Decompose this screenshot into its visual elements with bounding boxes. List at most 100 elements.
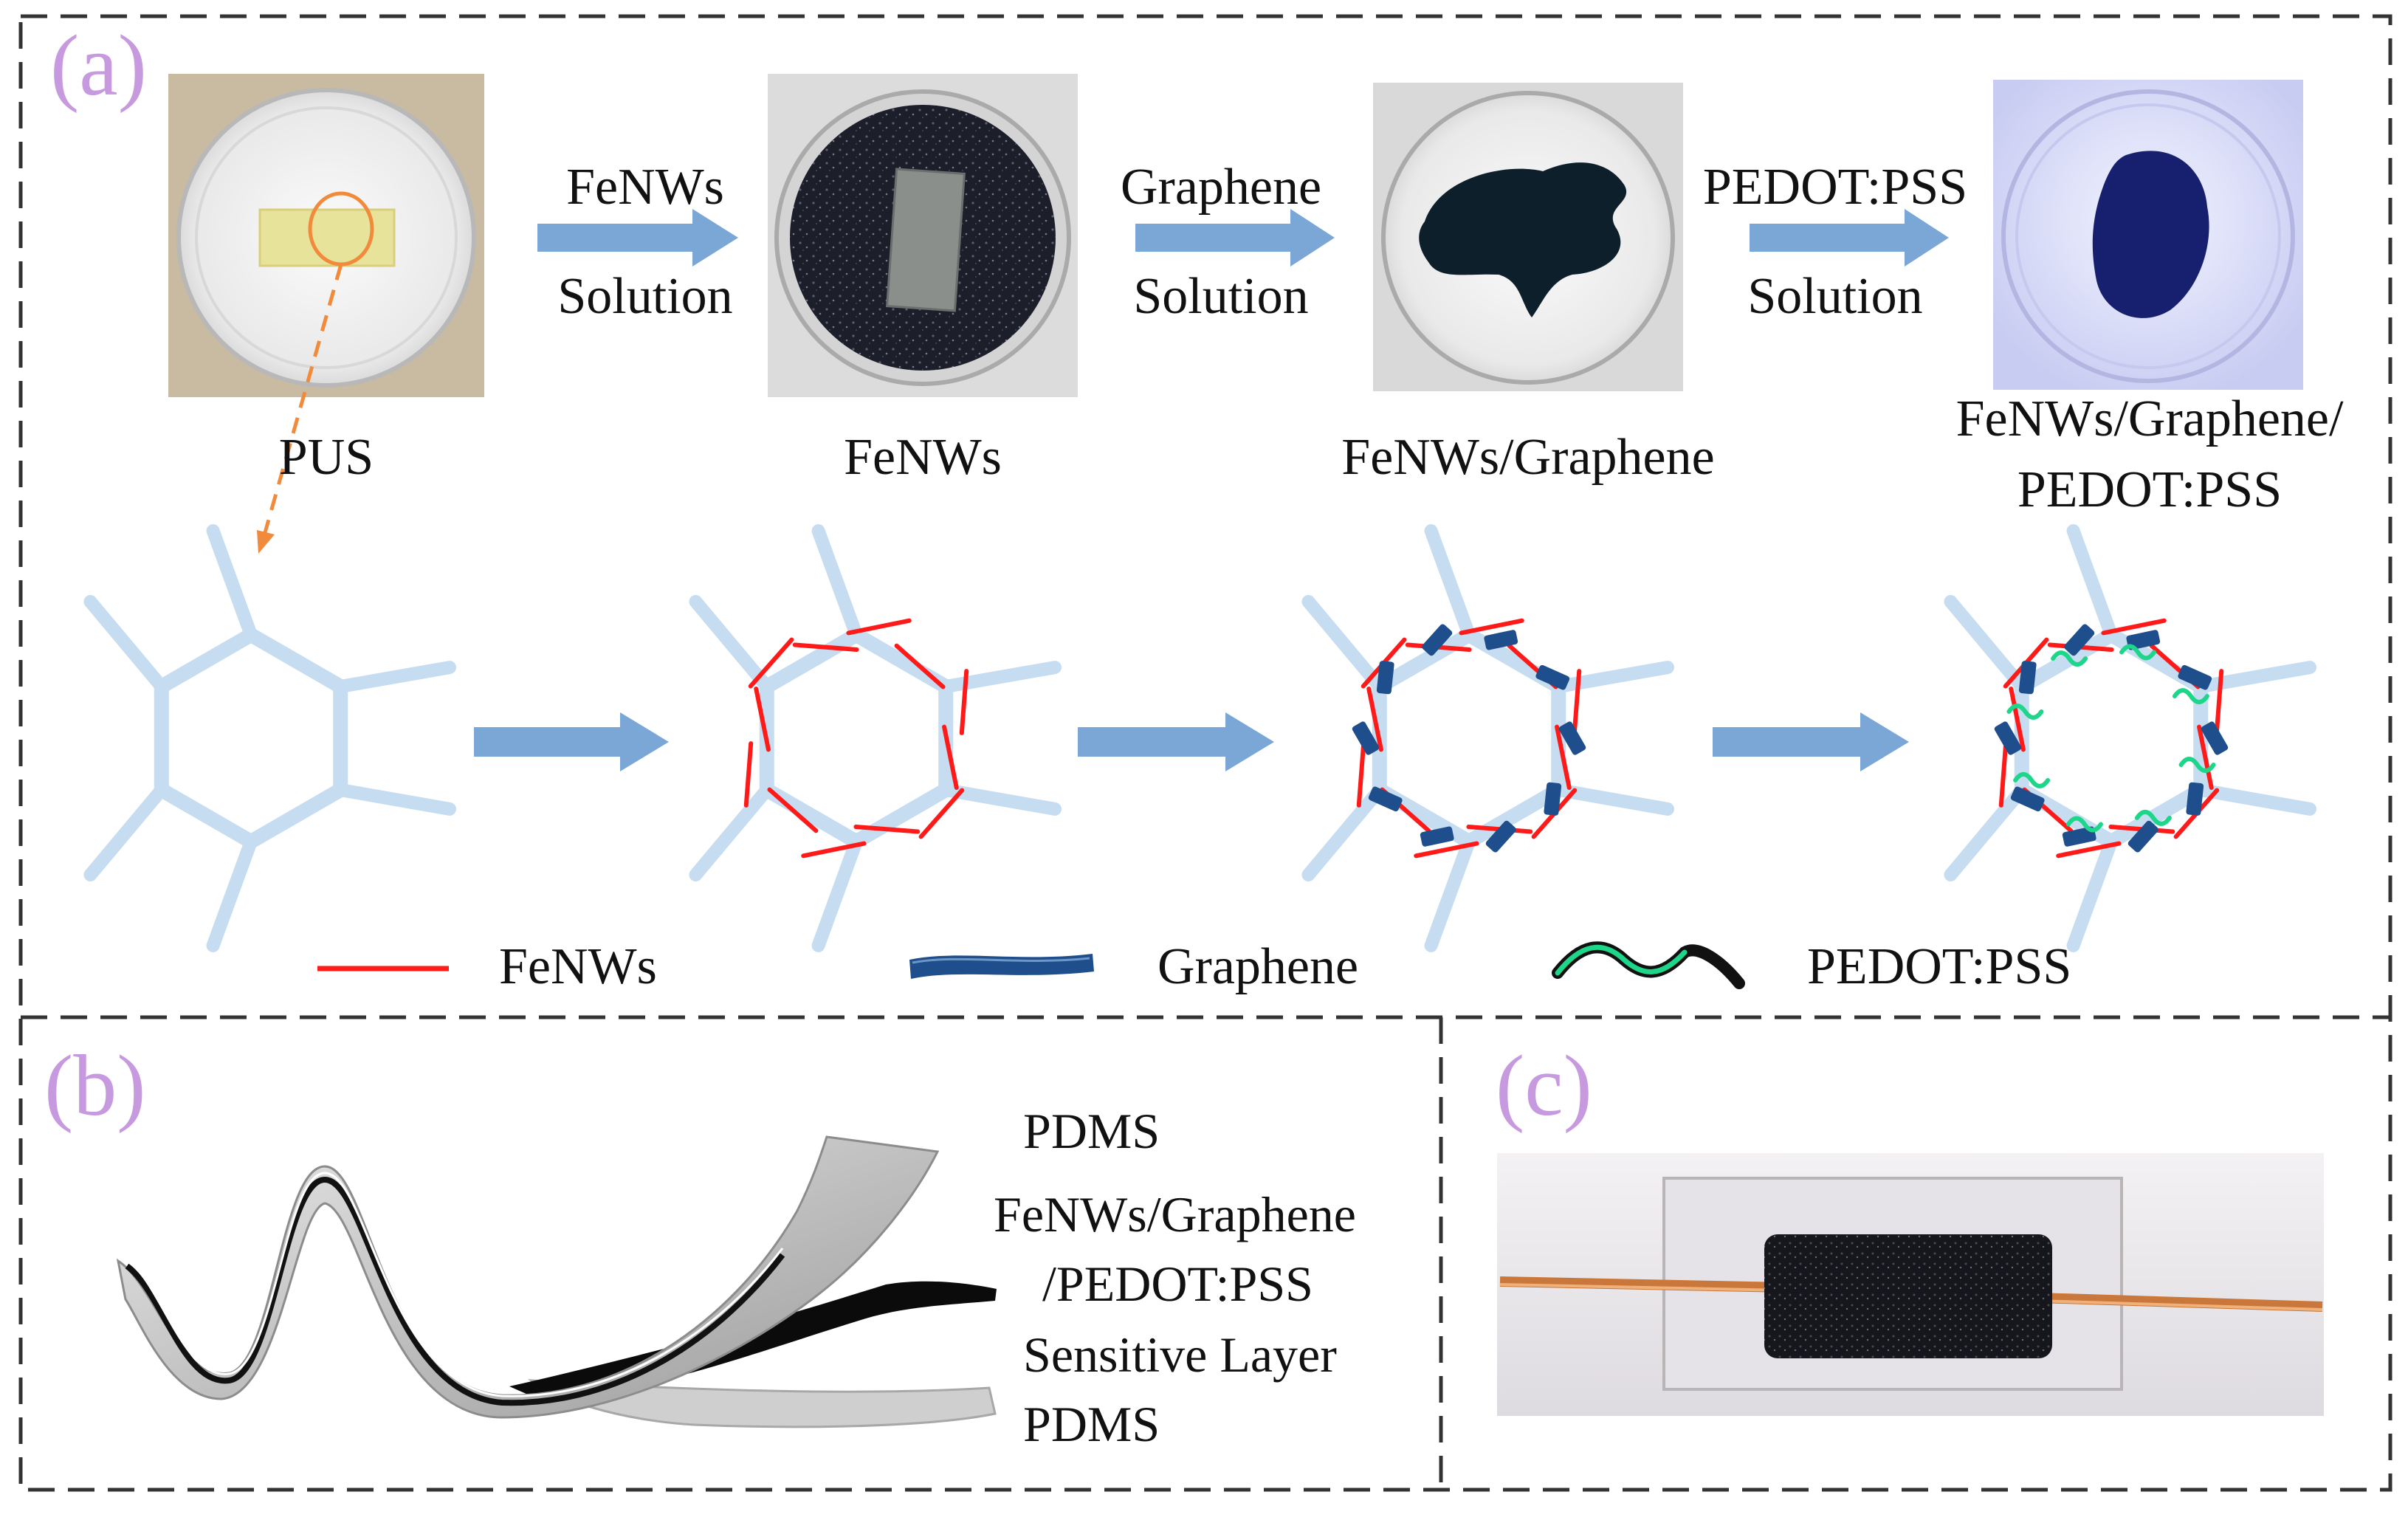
reagent-sublabel-3: Solution: [1747, 268, 1922, 325]
graphene-flake: [1376, 661, 1394, 695]
layer-labels: PDMS FeNWs/Graphene /PEDOT:PSS Sensitive…: [994, 1103, 1356, 1452]
graphene-flake: [1368, 786, 1403, 812]
dish-photo-fenws: [768, 74, 1078, 397]
graphene-flake: [2018, 661, 2037, 695]
graphene-flake: [1535, 664, 1570, 690]
graphene-flake: [1994, 721, 2022, 755]
process-arrow-3: [1750, 209, 1949, 266]
process-arrow-2: [1135, 209, 1335, 266]
copper-lead-left: [1499, 1276, 1787, 1293]
graphene-flake: [1544, 782, 1562, 816]
foam-strut: [2066, 835, 2118, 952]
fenw-wire: [754, 687, 771, 752]
fenw-wire: [894, 643, 946, 689]
graphene-ink-blob: [1419, 162, 1627, 317]
layer-label-sensitive: Sensitive Layer: [1023, 1327, 1337, 1383]
foam-strut: [2194, 661, 2316, 693]
fenw-wire: [942, 724, 959, 790]
sponge-sample: [258, 208, 396, 267]
fenw-wire: [1366, 687, 1383, 752]
coated-sponge: [886, 168, 966, 312]
fenw-wire: [801, 841, 867, 859]
fenw-wire: [792, 642, 859, 652]
fenw-wire: [743, 741, 754, 808]
fenw-wire: [1998, 741, 2009, 808]
legend-graphene-swatch: [909, 954, 1094, 979]
copper-lead-right: [2037, 1293, 2323, 1312]
reagent-sublabel-1: Solution: [557, 268, 732, 325]
top-pdms-edge-line: [125, 1176, 785, 1406]
graphene-flake: [2126, 630, 2161, 650]
pedot-strand: [2065, 816, 2103, 833]
pedot-strand: [2119, 644, 2157, 661]
top-pdms-sheet: [116, 1135, 940, 1419]
foam-strut: [1424, 835, 1476, 952]
fenw-wire: [2101, 618, 2167, 636]
dashed-frame: [18, 14, 2392, 1492]
dish-caption-4-line2: PEDOT:PSS: [2017, 461, 2282, 518]
pedot-strand: [2013, 771, 2051, 788]
layered-sensor-illustration: [116, 1135, 997, 1428]
graphene-flake: [1420, 826, 1454, 847]
fenw-wire: [2009, 687, 2026, 752]
schematic-arrow-1: [474, 712, 669, 771]
foam-strut: [2194, 783, 2316, 816]
graphene-flake: [2064, 624, 2095, 656]
pedot-ink-blob: [2092, 151, 2209, 318]
foam-strut: [1552, 661, 1674, 693]
top-pdms-highlight: [126, 1172, 784, 1397]
dish-caption-4: FeNWs/Graphene/: [1956, 391, 2344, 447]
fenw-wire: [1459, 618, 1524, 636]
fenw-wire: [1356, 741, 1366, 808]
graphene-overlay: [1352, 624, 2229, 853]
foam-strut: [83, 783, 168, 881]
panel-b-label: (b): [44, 1037, 146, 1134]
process-step-1: FeNWs Solution: [537, 159, 738, 325]
legend: FeNWs Graphene PEDOT:PSS: [317, 938, 2071, 995]
graphene-flake: [2010, 786, 2045, 812]
foam-strut: [1301, 783, 1386, 881]
panel-c-label: (c): [1496, 1037, 1592, 1134]
schematic-arrow-3: [1713, 712, 1909, 771]
dish-caption-1: PUS: [279, 429, 374, 486]
foam-strut: [939, 661, 1062, 693]
graphene-flake: [1422, 624, 1453, 656]
reagent-label-1: FeNWs: [566, 159, 724, 216]
dish-caption-2: FeNWs: [844, 429, 1002, 486]
foam-strut: [1552, 783, 1674, 816]
graphene-flake: [2201, 721, 2229, 755]
fenw-wire: [2214, 669, 2224, 735]
process-arrow-1: [537, 209, 738, 266]
graphene-flake: [1352, 721, 1380, 755]
fenw-wire: [748, 637, 794, 689]
pedot-strand: [2134, 809, 2172, 826]
bottom-pdms-sheet: [527, 1379, 997, 1428]
legend-fenws-label: FeNWs: [499, 938, 657, 995]
layer-label-bottom-pdms: PDMS: [1023, 1396, 1160, 1452]
foam-strut: [811, 524, 863, 642]
graphene-flake: [2062, 826, 2096, 847]
graphene-flake: [1484, 630, 1518, 650]
foam-strut: [1424, 524, 1476, 642]
foam-strut: [83, 595, 168, 693]
panel-a-label: (a): [50, 17, 147, 114]
fenw-wire: [1572, 669, 1582, 735]
legend-pedot-label: PEDOT:PSS: [1807, 938, 2071, 995]
dish-photo-fenws-graphene: [1373, 83, 1683, 391]
reagent-label-3: PEDOT:PSS: [1703, 159, 1967, 216]
sensor-photo: [1497, 1153, 2324, 1416]
foam-strut: [334, 661, 456, 693]
process-step-3: PEDOT:PSS Solution: [1703, 159, 1967, 325]
process-step-2: Graphene Solution: [1121, 159, 1335, 325]
fenw-wire: [1414, 841, 1479, 859]
foam-strut: [206, 835, 258, 952]
fenw-wire: [959, 669, 969, 735]
layer-label-fenws-graphene: FeNWs/Graphene: [994, 1186, 1356, 1242]
foam-strut: [811, 835, 863, 952]
schematic-arrow-2: [1078, 712, 1274, 771]
legend-pedot-swatch: [1552, 941, 1745, 989]
fenw-wire: [846, 618, 912, 636]
sensitive-sponge: [1764, 1234, 2052, 1358]
foam-strut: [1944, 783, 2029, 881]
copper-lead-left-shine: [1499, 1283, 1787, 1292]
